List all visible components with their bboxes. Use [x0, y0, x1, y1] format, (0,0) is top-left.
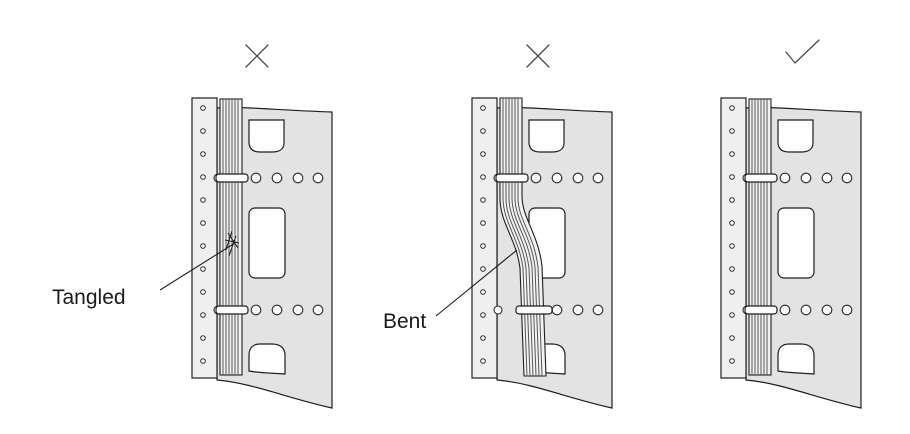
- cable-tie: [744, 305, 778, 315]
- panel-tangled: Tangled: [52, 44, 333, 409]
- label-bent: Bent: [383, 310, 426, 333]
- check-icon: [785, 39, 820, 64]
- panel-bent: Bent: [383, 44, 613, 409]
- cable-tie: [215, 173, 249, 183]
- cable-tie: [515, 305, 553, 315]
- cross-icon: [526, 44, 550, 68]
- label-tangled: Tangled: [52, 286, 126, 309]
- cable-tie: [215, 305, 249, 315]
- cross-icon: [245, 44, 269, 68]
- rack-rail-correct: [720, 97, 862, 409]
- rack-rail-bent: [471, 97, 613, 409]
- rack-rail-tangled: [191, 97, 333, 409]
- cable-tie: [744, 173, 778, 183]
- cable-tie: [495, 173, 529, 183]
- panel-correct: [720, 39, 862, 409]
